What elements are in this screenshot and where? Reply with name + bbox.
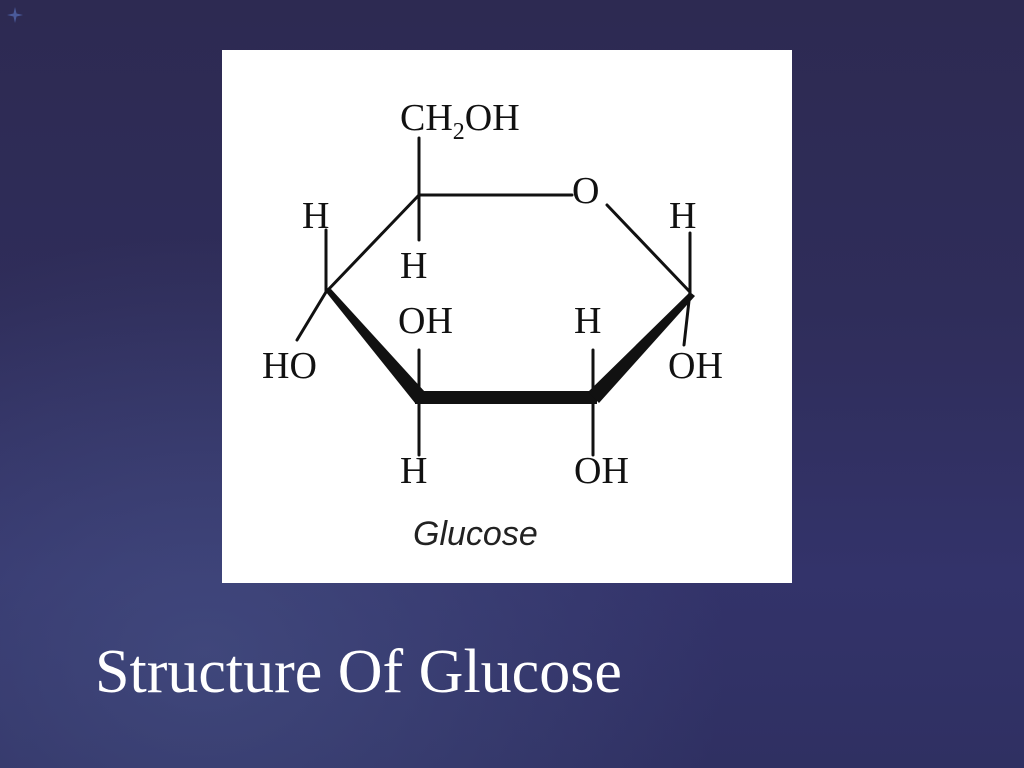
- glucose-ring-diagram: CH2OH O H H HO OH H H OH H OH Glucose: [262, 97, 723, 553]
- c1-h-label: H: [669, 195, 696, 237]
- wedge-c4-c3: [326, 289, 425, 403]
- slide-title: Structure Of Glucose: [95, 638, 622, 706]
- bond-lines: [295, 136, 692, 457]
- glucose-structure-figure: CH2OH O H H HO OH H H OH H OH Glucose: [222, 50, 792, 583]
- c2-h-label: H: [574, 300, 601, 342]
- c5-h-bottom-label: H: [400, 245, 427, 287]
- bond-c5-c4: [324, 193, 421, 294]
- corner-decoration-icon: [7, 7, 23, 23]
- wedge-c2-c1: [588, 292, 695, 403]
- bond-o-c1: [605, 203, 692, 294]
- wedge-bonds: [326, 289, 695, 404]
- c2-oh-label: OH: [574, 450, 629, 492]
- figure-caption: Glucose: [413, 515, 538, 553]
- wedge-c3-c2: [415, 391, 597, 404]
- ch2oh-label: CH2OH: [400, 97, 520, 145]
- c1-oh-label: OH: [668, 345, 723, 387]
- c3-oh-label: OH: [398, 300, 453, 342]
- bond-c4-ho: [295, 290, 328, 342]
- c3-h-label: H: [400, 450, 427, 492]
- c4-ho-label: HO: [262, 345, 317, 387]
- c5-h-top-label: H: [302, 195, 329, 237]
- ring-oxygen-label: O: [572, 170, 599, 212]
